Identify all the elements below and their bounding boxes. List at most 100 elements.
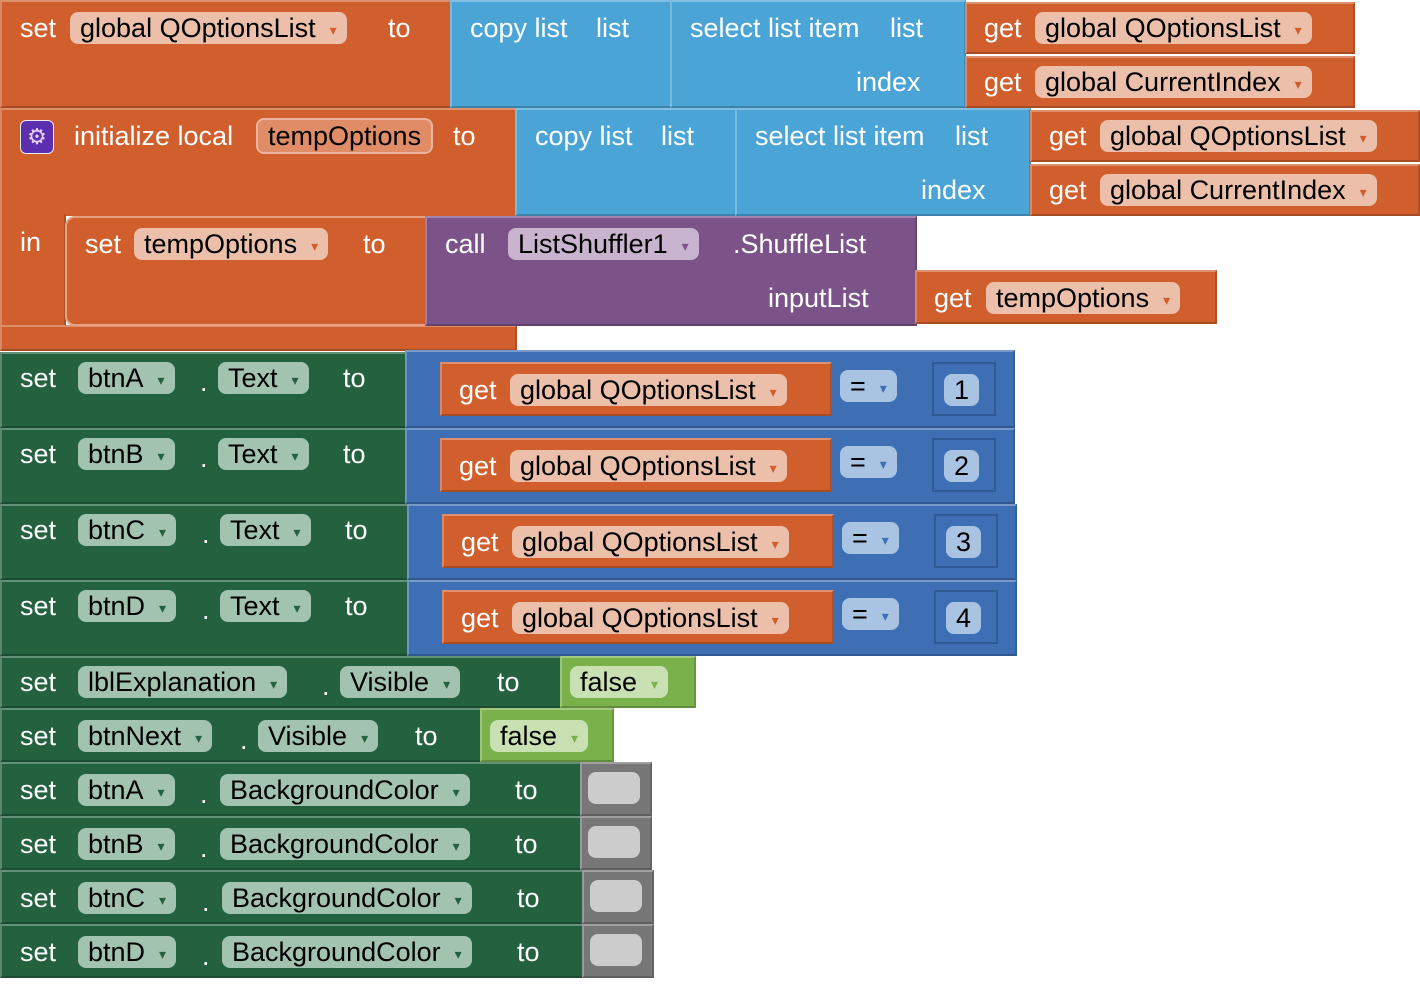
to-label: to <box>345 515 368 545</box>
property-dropdown[interactable]: BackgroundColor▾ <box>222 882 472 914</box>
set-label: set <box>20 721 57 751</box>
set-label: set <box>20 937 57 967</box>
number-block[interactable] <box>934 590 998 644</box>
to-label: to <box>363 229 386 259</box>
property-dropdown[interactable]: Text▾ <box>220 514 311 546</box>
number-block[interactable] <box>932 362 996 416</box>
local-variable-name-field[interactable]: tempOptions <box>256 118 434 154</box>
set-label: set <box>20 883 57 913</box>
component-dropdown[interactable]: btnC▾ <box>78 514 177 546</box>
number-field[interactable]: 2 <box>944 450 980 482</box>
select-list-item-label: select list item <box>690 13 860 43</box>
list-label: list <box>661 121 694 151</box>
get-label: get <box>984 13 1022 43</box>
operator-dropdown[interactable]: =▾ <box>840 370 897 402</box>
component-dropdown[interactable]: lblExplanation▾ <box>78 666 288 698</box>
component-dropdown[interactable]: btnB▾ <box>78 438 175 470</box>
variable-dropdown[interactable]: global QOptionsList▾ <box>512 526 789 558</box>
list-label: list <box>955 121 988 151</box>
variable-dropdown[interactable]: global QOptionsList▾ <box>1035 12 1312 44</box>
to-label: to <box>497 667 520 697</box>
component-dropdown[interactable]: btnA▾ <box>78 774 175 806</box>
dot-label: . <box>322 671 330 701</box>
set-label: set <box>20 439 57 469</box>
variable-name: global QOptionsList <box>80 13 316 43</box>
color-swatch[interactable] <box>590 934 642 966</box>
dot-label: . <box>202 595 210 625</box>
dot-label: . <box>200 443 208 473</box>
property-dropdown[interactable]: BackgroundColor▾ <box>220 828 470 860</box>
component-dropdown[interactable]: btnA▾ <box>78 362 175 394</box>
copy-list-block[interactable] <box>450 0 672 108</box>
boolean-dropdown[interactable]: false▾ <box>490 720 589 752</box>
operator-dropdown[interactable]: =▾ <box>840 446 897 478</box>
variable-dropdown[interactable]: global CurrentIndex▾ <box>1100 174 1377 206</box>
get-label: get <box>461 527 499 557</box>
to-label: to <box>515 829 538 859</box>
component-dropdown[interactable]: ListShuffler1▾ <box>508 228 699 260</box>
set-btnB-text-block[interactable] <box>0 428 408 504</box>
variable-dropdown[interactable]: global QOptionsList▾ <box>510 450 787 482</box>
set-label: set <box>20 13 57 43</box>
component-dropdown[interactable]: btnD▾ <box>78 590 177 622</box>
method-name: .ShuffleList <box>733 229 867 259</box>
component-dropdown[interactable]: btnNext▾ <box>78 720 213 752</box>
dot-label: . <box>240 725 248 755</box>
list-label: list <box>890 13 923 43</box>
input-list-label: inputList <box>768 283 869 313</box>
get-label: get <box>459 375 497 405</box>
gear-icon[interactable]: ⚙ <box>20 120 54 154</box>
variable-dropdown[interactable]: global QOptionsList▾ <box>512 602 789 634</box>
dot-label: . <box>200 833 208 863</box>
number-field[interactable]: 3 <box>946 526 982 558</box>
in-label: in <box>20 227 42 257</box>
to-label: to <box>515 775 538 805</box>
component-dropdown[interactable]: btnC▾ <box>78 882 177 914</box>
set-label: set <box>20 363 57 393</box>
variable-dropdown[interactable]: tempOptions▾ <box>986 282 1181 314</box>
color-swatch[interactable] <box>590 880 642 912</box>
get-label: get <box>461 603 499 633</box>
get-label: get <box>1049 175 1087 205</box>
color-swatch[interactable] <box>588 772 640 804</box>
set-label: set <box>20 829 57 859</box>
number-field[interactable]: 1 <box>944 374 980 406</box>
dot-label: . <box>202 941 210 971</box>
copy-list-block[interactable] <box>515 108 737 216</box>
to-label: to <box>343 439 366 469</box>
property-dropdown[interactable]: Visible▾ <box>340 666 461 698</box>
copy-list-label: copy list <box>535 121 633 151</box>
color-swatch[interactable] <box>588 826 640 858</box>
set-label: set <box>85 229 122 259</box>
set-btnNext-visible-block[interactable] <box>0 708 482 762</box>
component-dropdown[interactable]: btnD▾ <box>78 936 177 968</box>
to-label: to <box>453 121 476 151</box>
set-btnD-text-block[interactable] <box>0 580 410 656</box>
property-dropdown[interactable]: Text▾ <box>218 362 309 394</box>
property-dropdown[interactable]: Text▾ <box>220 590 311 622</box>
property-dropdown[interactable]: Visible▾ <box>258 720 379 752</box>
variable-dropdown[interactable]: global CurrentIndex▾ <box>1035 66 1312 98</box>
property-dropdown[interactable]: Text▾ <box>218 438 309 470</box>
variable-dropdown[interactable]: global QOptionsList▾ <box>1100 120 1377 152</box>
to-label: to <box>517 937 540 967</box>
set-btnA-text-block[interactable] <box>0 352 408 428</box>
component-dropdown[interactable]: btnB▾ <box>78 828 175 860</box>
operator-dropdown[interactable]: =▾ <box>842 598 899 630</box>
initialize-local-label: initialize local <box>74 121 234 151</box>
set-label: set <box>20 667 57 697</box>
number-field[interactable]: 4 <box>946 602 982 634</box>
variable-dropdown[interactable]: global QOptionsList▾ <box>510 374 787 406</box>
set-label: set <box>20 591 57 621</box>
property-dropdown[interactable]: BackgroundColor▾ <box>220 774 470 806</box>
select-list-item-block[interactable] <box>735 108 1031 216</box>
operator-dropdown[interactable]: =▾ <box>842 522 899 554</box>
boolean-dropdown[interactable]: false▾ <box>570 666 669 698</box>
to-label: to <box>415 721 438 751</box>
property-dropdown[interactable]: BackgroundColor▾ <box>222 936 472 968</box>
variable-dropdown[interactable]: global QOptionsList▾ <box>70 12 347 44</box>
call-label: call <box>445 229 486 259</box>
set-btnC-text-block[interactable] <box>0 504 410 580</box>
variable-dropdown[interactable]: tempOptions▾ <box>134 228 329 260</box>
select-list-item-block[interactable] <box>670 0 966 108</box>
